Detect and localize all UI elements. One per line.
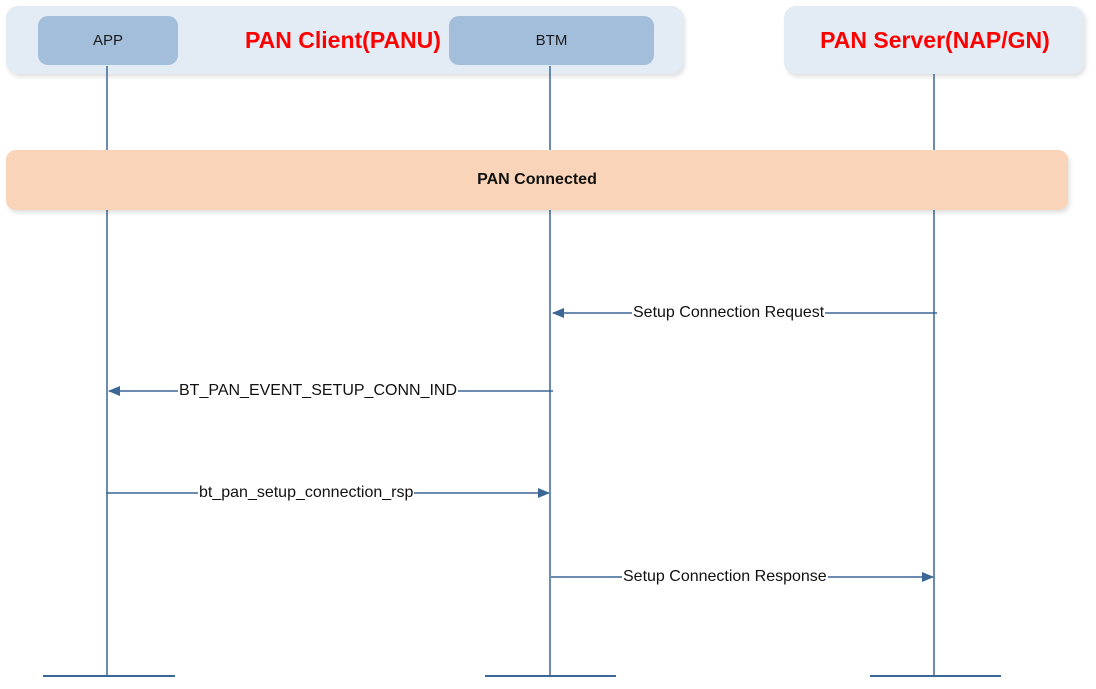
app-actor-label: APP	[92, 32, 123, 49]
pan-connected-banner: PAN Connected	[6, 150, 1068, 210]
server-group-box	[784, 6, 1084, 74]
server-group-title: PAN Server(NAP/GN)	[820, 26, 1050, 53]
message-label-4: Setup Connection Response	[622, 567, 828, 587]
pan-connected-label: PAN Connected	[477, 171, 597, 188]
btm-actor-box: BTM	[449, 16, 654, 65]
message-label-3: bt_pan_setup_connection_rsp	[198, 483, 415, 503]
app-actor-box: APP	[38, 16, 178, 65]
client-group-title: PAN Client(PANU)	[245, 26, 441, 53]
message-label-2: BT_PAN_EVENT_SETUP_CONN_IND	[178, 381, 458, 401]
message-label-1: Setup Connection Request	[632, 303, 826, 323]
btm-actor-label: BTM	[535, 32, 568, 49]
